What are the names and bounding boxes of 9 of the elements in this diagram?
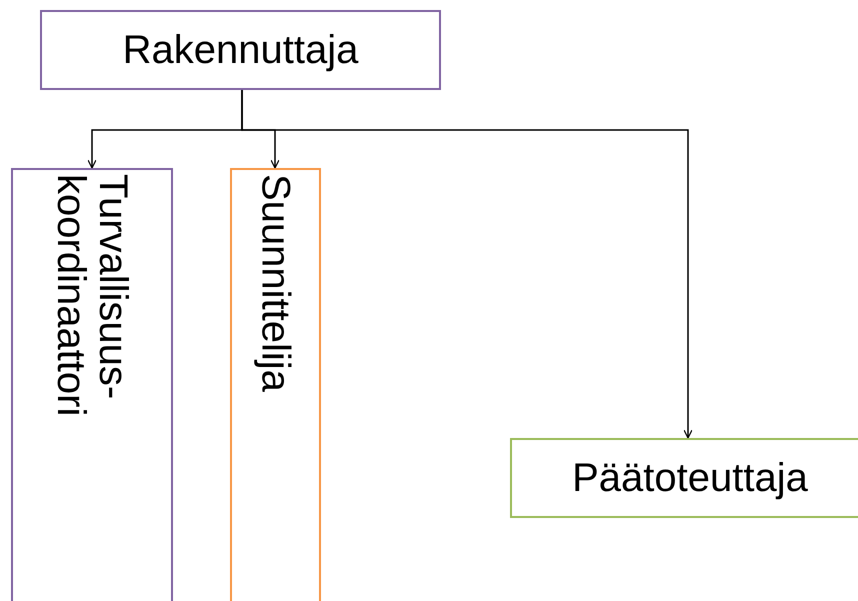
role-box bbox=[510, 438, 858, 518]
role-box bbox=[40, 10, 441, 90]
role-box bbox=[230, 168, 321, 601]
role-label: Suunnittelija bbox=[254, 174, 296, 392]
role-box bbox=[11, 168, 173, 601]
arrow bbox=[241, 90, 693, 439]
role-label: Rakennuttaja bbox=[122, 29, 358, 71]
role-label: Päätoteuttaja bbox=[572, 457, 808, 499]
role-label: Turvallisuus- koordinaattori bbox=[50, 174, 134, 418]
